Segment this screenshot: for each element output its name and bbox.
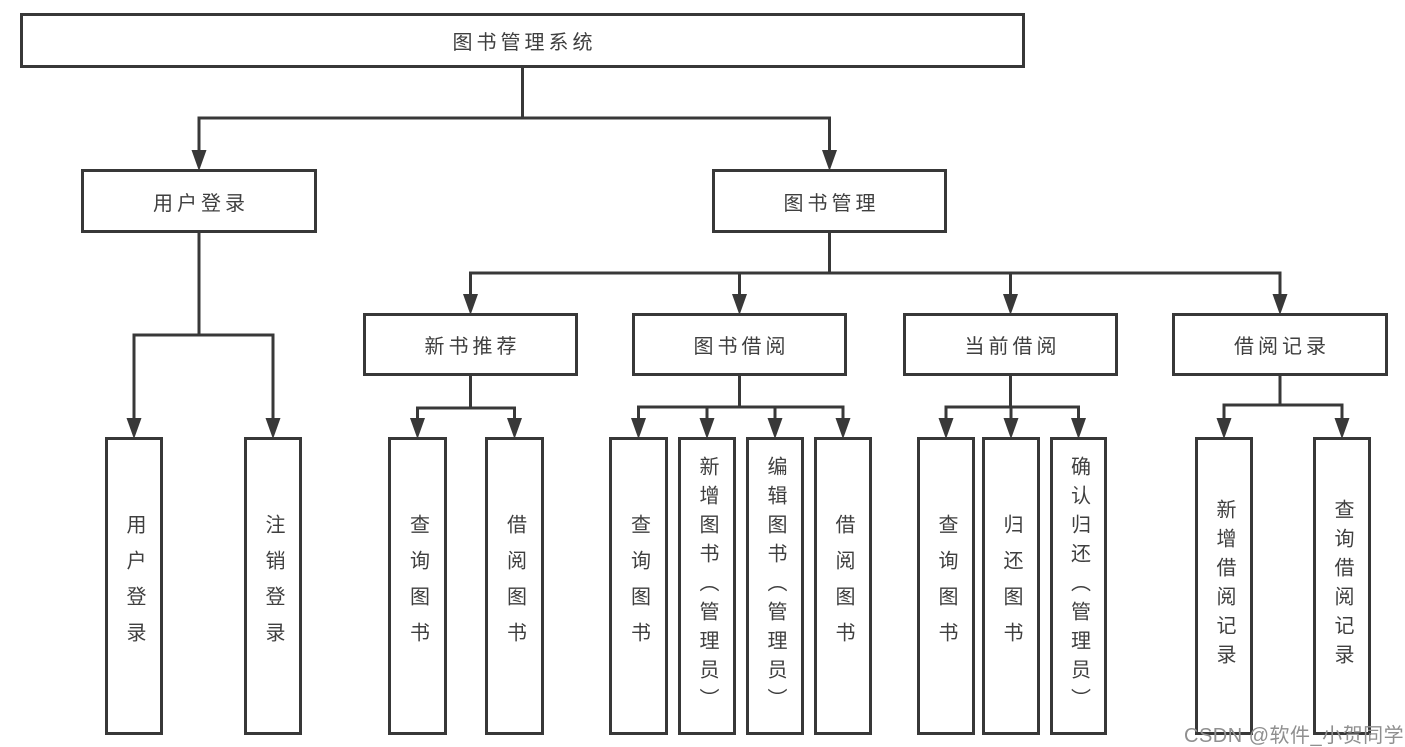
node-label: 查询图书 — [935, 514, 957, 658]
node-label: 借阅图书 — [832, 514, 854, 658]
node-label: 用户登录 — [153, 192, 249, 215]
node-book-management: 图书管理 — [712, 169, 947, 233]
arrowhead-down-icon — [410, 418, 425, 439]
node-leaf-borrow-books-rec: 借阅图书 — [485, 437, 544, 735]
node-leaf-add-book-admin: 新增图书（管理员） — [678, 437, 736, 735]
arrowhead-down-icon — [507, 418, 522, 439]
node-label: 查询图书 — [627, 514, 650, 658]
node-label: 查询图书 — [406, 514, 429, 658]
arrowhead-down-icon — [1272, 294, 1288, 315]
node-label: 图书管理系统 — [452, 32, 597, 54]
arrowhead-down-icon — [835, 418, 851, 439]
node-leaf-query-books-cur: 查询图书 — [917, 437, 975, 735]
node-label: 注销登录 — [262, 514, 284, 658]
watermark: CSDN @软件_小贺同学 — [1184, 725, 1405, 747]
node-leaf-query-books-bor: 查询图书 — [609, 437, 668, 735]
arrowhead-down-icon — [463, 294, 478, 315]
node-leaf-user-login: 用户登录 — [105, 437, 163, 735]
node-label: 归还图书 — [1000, 514, 1022, 658]
node-label: 用户登录 — [123, 514, 145, 658]
node-label: 借阅图书 — [503, 514, 526, 658]
arrowhead-down-icon — [631, 418, 646, 439]
node-label: 确认归还（管理员） — [1067, 455, 1090, 717]
node-label: 新书推荐 — [424, 336, 521, 358]
node-system: 图书管理系统 — [20, 13, 1025, 68]
node-label: 借阅记录 — [1234, 336, 1330, 358]
node-label: 新增图书（管理员） — [696, 455, 718, 717]
node-leaf-return-book: 归还图书 — [982, 437, 1040, 735]
node-borrowing-records: 借阅记录 — [1172, 313, 1388, 376]
node-user-login: 用户登录 — [81, 169, 317, 233]
arrowhead-down-icon — [1003, 418, 1019, 439]
node-leaf-edit-book-admin: 编辑图书（管理员） — [746, 437, 804, 735]
arrowhead-down-icon — [265, 418, 281, 439]
node-leaf-query-books-rec: 查询图书 — [388, 437, 447, 735]
arrowhead-down-icon — [1334, 418, 1350, 439]
arrowhead-down-icon — [191, 150, 207, 171]
arrowhead-down-icon — [767, 418, 783, 439]
node-label: 当前借阅 — [964, 336, 1061, 358]
arrowhead-down-icon — [1003, 294, 1018, 315]
tree-edges — [132, 64, 1344, 426]
arrowhead-down-icon — [732, 294, 747, 315]
node-label: 编辑图书（管理员） — [764, 455, 786, 717]
arrowhead-down-icon — [938, 418, 954, 439]
node-leaf-add-borrow-record: 新增借阅记录 — [1195, 437, 1253, 735]
node-label: 图书借阅 — [693, 336, 790, 358]
node-leaf-confirm-return: 确认归还（管理员） — [1050, 437, 1107, 735]
node-leaf-logout: 注销登录 — [244, 437, 302, 735]
node-new-book-recommendation: 新书推荐 — [363, 313, 578, 376]
arrowhead-down-icon — [699, 418, 715, 439]
arrowhead-down-icon — [126, 418, 142, 439]
node-leaf-query-borrow-record: 查询借阅记录 — [1313, 437, 1371, 735]
node-label: 查询借阅记录 — [1331, 499, 1353, 673]
arrowhead-down-icon — [1071, 418, 1086, 439]
arrowhead-down-icon — [822, 150, 837, 171]
node-leaf-borrow-books-bor: 借阅图书 — [814, 437, 872, 735]
node-label: 新增借阅记录 — [1213, 499, 1235, 673]
arrowhead-down-icon — [1216, 418, 1232, 439]
node-book-borrowing: 图书借阅 — [632, 313, 847, 376]
node-current-borrowing: 当前借阅 — [903, 313, 1118, 376]
node-label: 图书管理 — [783, 192, 880, 215]
